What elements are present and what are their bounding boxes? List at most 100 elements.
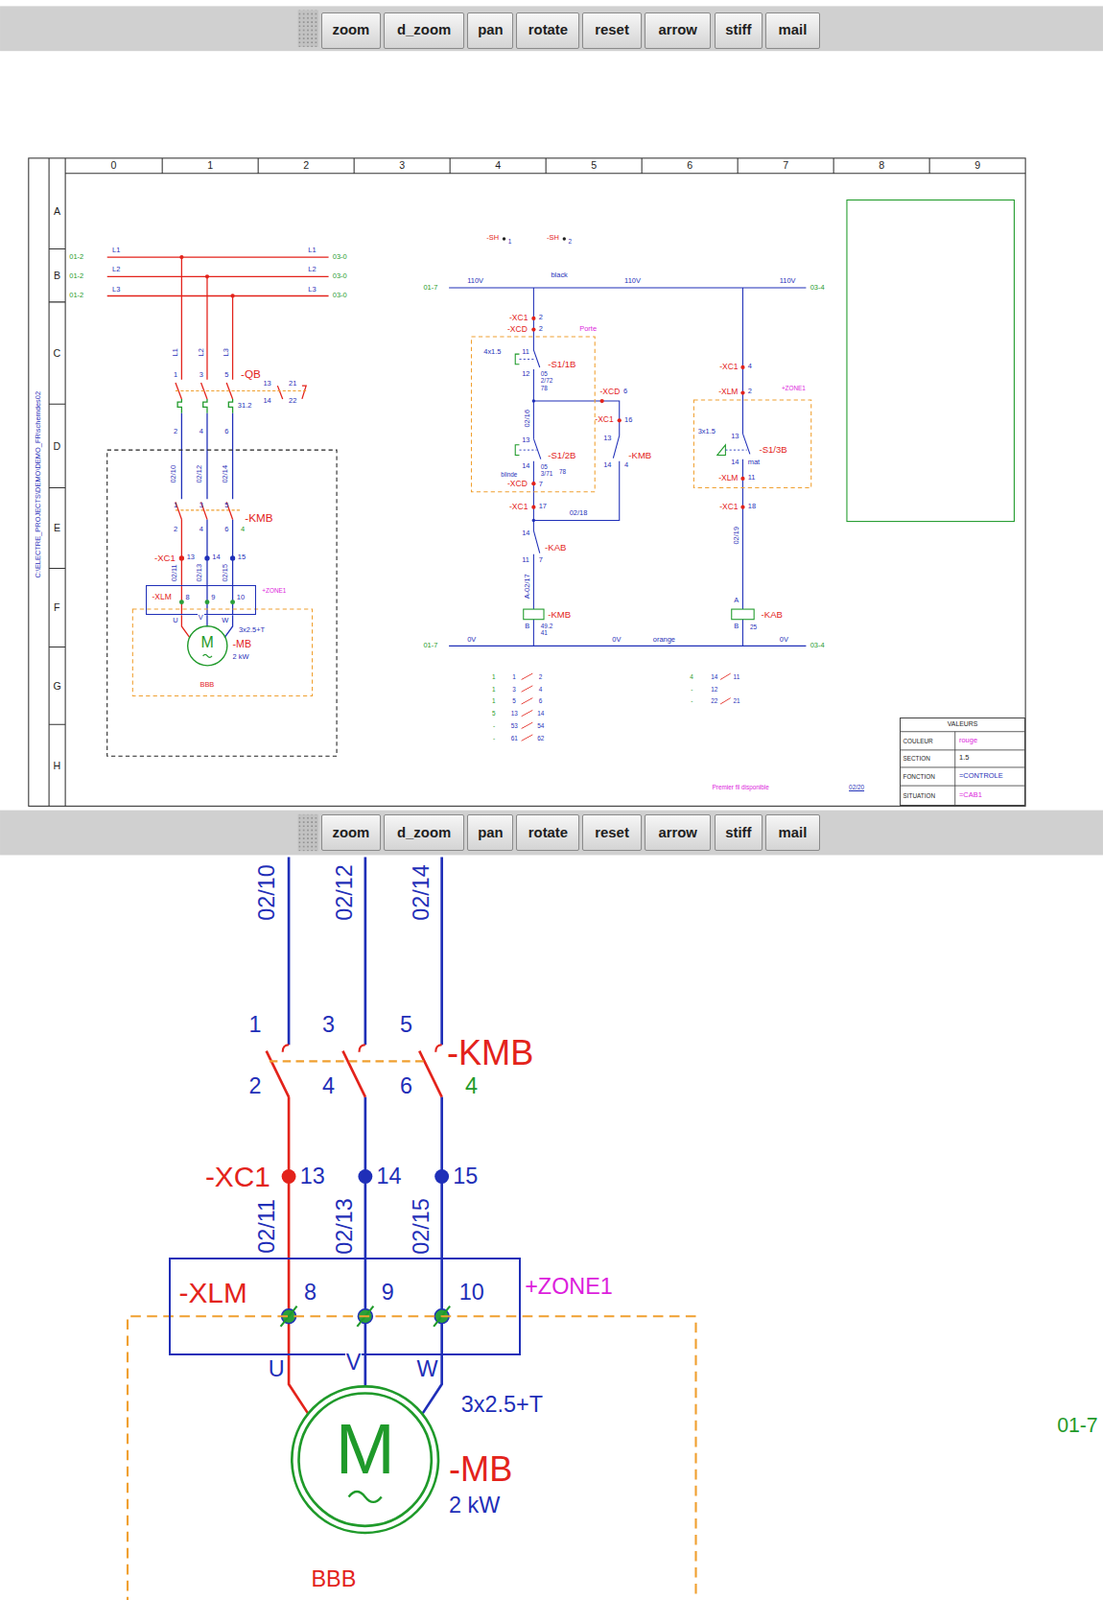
cross-reference: 01-2 <box>69 291 84 301</box>
wire-connector <box>364 1355 368 1386</box>
component-tag: -KAB <box>761 609 783 620</box>
cross-reference: - <box>492 734 495 742</box>
terminal-number: 6 <box>623 387 628 397</box>
terminal-number: 02/11 <box>254 1198 281 1254</box>
node-text: pan <box>477 824 503 842</box>
component-tag: -MB <box>233 637 252 650</box>
cross-reference: 03-4 <box>810 283 825 293</box>
terminal-number: 16 <box>624 416 633 425</box>
component-tag: -QB <box>240 367 261 380</box>
terminal-number: 110V <box>624 277 641 286</box>
terminal-number: 5 <box>224 501 229 511</box>
cross-reference: 1 <box>492 685 496 693</box>
grid-label: 3 <box>398 159 405 171</box>
component-tag: -XC1 <box>154 552 176 564</box>
cross-reference: 03-0 <box>332 253 348 262</box>
terminal-number: 2 kW <box>448 1492 500 1519</box>
terminal-number: 15 <box>452 1163 478 1190</box>
terminal-number: 4 <box>624 461 629 470</box>
component-tag: -XC1 <box>509 313 528 324</box>
terminal-number: 12 <box>710 685 718 693</box>
terminal-number: 0V <box>611 635 621 645</box>
terminal-number: 3 <box>512 685 517 693</box>
power-circuit <box>107 255 337 756</box>
node-text: reset <box>594 824 630 842</box>
terminal-number: 2 kW <box>233 653 250 662</box>
terminal-strip-box: -XLM+ZONE1 <box>168 1257 521 1356</box>
grid-label: A <box>53 205 61 217</box>
zone-label: Premier fil disponible <box>712 783 770 791</box>
terminal-number: 4 <box>322 1073 335 1100</box>
terminal-number: 2 <box>748 387 752 397</box>
component-tag: BBB <box>199 680 214 690</box>
component-tag: -XLM <box>718 473 738 484</box>
component-tag: -XC1 <box>594 415 613 425</box>
terminal-number: 110V <box>467 277 484 286</box>
cross-reference: 03-0 <box>332 291 348 301</box>
cross-reference: - <box>690 697 693 705</box>
terminal-number: mat <box>748 458 760 468</box>
terminal-number: 14 <box>603 461 611 470</box>
toolbar-button: reset <box>582 814 642 851</box>
terminal-number: C:\ELECTRE_PROJECTS\DEMO\DEMO_FR\schemde… <box>34 391 44 579</box>
grid-label: 0 <box>111 159 118 171</box>
node-text: zoom <box>331 824 370 842</box>
terminal-number: L1 <box>112 246 120 256</box>
node-text: reset <box>594 22 630 39</box>
terminal-number: 6 <box>224 525 229 535</box>
terminal-number: 5 <box>399 1011 413 1038</box>
toolbar-button: arrow <box>644 12 711 49</box>
terminal-number: 1 <box>512 673 517 681</box>
grid-label: 7 <box>782 159 789 171</box>
terminal-number: 2/72 <box>540 376 553 384</box>
terminal-number: 15 <box>237 553 246 563</box>
terminal-number: 13 <box>730 432 739 442</box>
terminal-number: 22 <box>710 697 718 705</box>
terminal-number: 4 <box>199 427 204 437</box>
node-text: -XLM <box>151 592 171 603</box>
zone-label: Porte <box>579 325 597 334</box>
toolbar-button: mail <box>765 814 821 851</box>
terminal-number: 13 <box>262 379 271 389</box>
component-tag: -S1/1B <box>547 358 576 370</box>
terminal-number: 13 <box>300 1163 326 1190</box>
grid-label: G <box>53 680 62 692</box>
terminal-number: 4 <box>748 362 752 372</box>
terminal-number: 14 <box>521 462 530 471</box>
component-tag: -XC1 <box>205 1160 271 1194</box>
cross-reference: 01-7 <box>1056 1413 1099 1437</box>
terminal-number: 78 <box>559 468 566 475</box>
node-text: arrow <box>657 22 698 39</box>
terminal-number: 41 <box>540 629 548 636</box>
component-tag: -KAB <box>544 541 566 553</box>
terminal-number: 14 <box>376 1163 402 1190</box>
terminal-number: 8 <box>186 593 190 603</box>
zone-label: =CAB1 <box>959 791 983 800</box>
terminal-number: 6 <box>224 427 229 437</box>
control-circuit <box>448 200 1026 807</box>
terminal-number: L3 <box>222 348 232 356</box>
grid-label: E <box>53 521 61 534</box>
motor-circle <box>292 1385 440 1533</box>
terminal-number: 2 <box>568 237 573 245</box>
terminal-number: orange <box>653 635 676 645</box>
terminal-number: B <box>733 622 739 632</box>
terminal-number: 54 <box>537 722 544 729</box>
terminal-number: 13 <box>521 436 530 446</box>
wire-connector <box>206 614 208 627</box>
terminal-number: 2 <box>173 525 178 535</box>
terminal-number: 11 <box>521 348 530 357</box>
terminal-number: 02/14 <box>221 465 231 484</box>
terminal-number: 2 <box>539 673 543 681</box>
terminal-number: 02/13 <box>195 563 205 583</box>
motor-circle <box>187 626 227 666</box>
terminal-number: 14 <box>262 397 271 406</box>
component-tag: -KMB <box>628 449 652 461</box>
component-tag: -KMB <box>244 511 273 524</box>
terminal-number: 02/14 <box>408 865 435 922</box>
component-tag: -XC1 <box>719 362 738 373</box>
node-text: d_zoom <box>397 824 451 842</box>
terminal-number: =CONTROLE <box>959 772 1004 781</box>
terminal-number: 1 <box>508 237 513 245</box>
terminal-number: 0V <box>467 635 476 645</box>
